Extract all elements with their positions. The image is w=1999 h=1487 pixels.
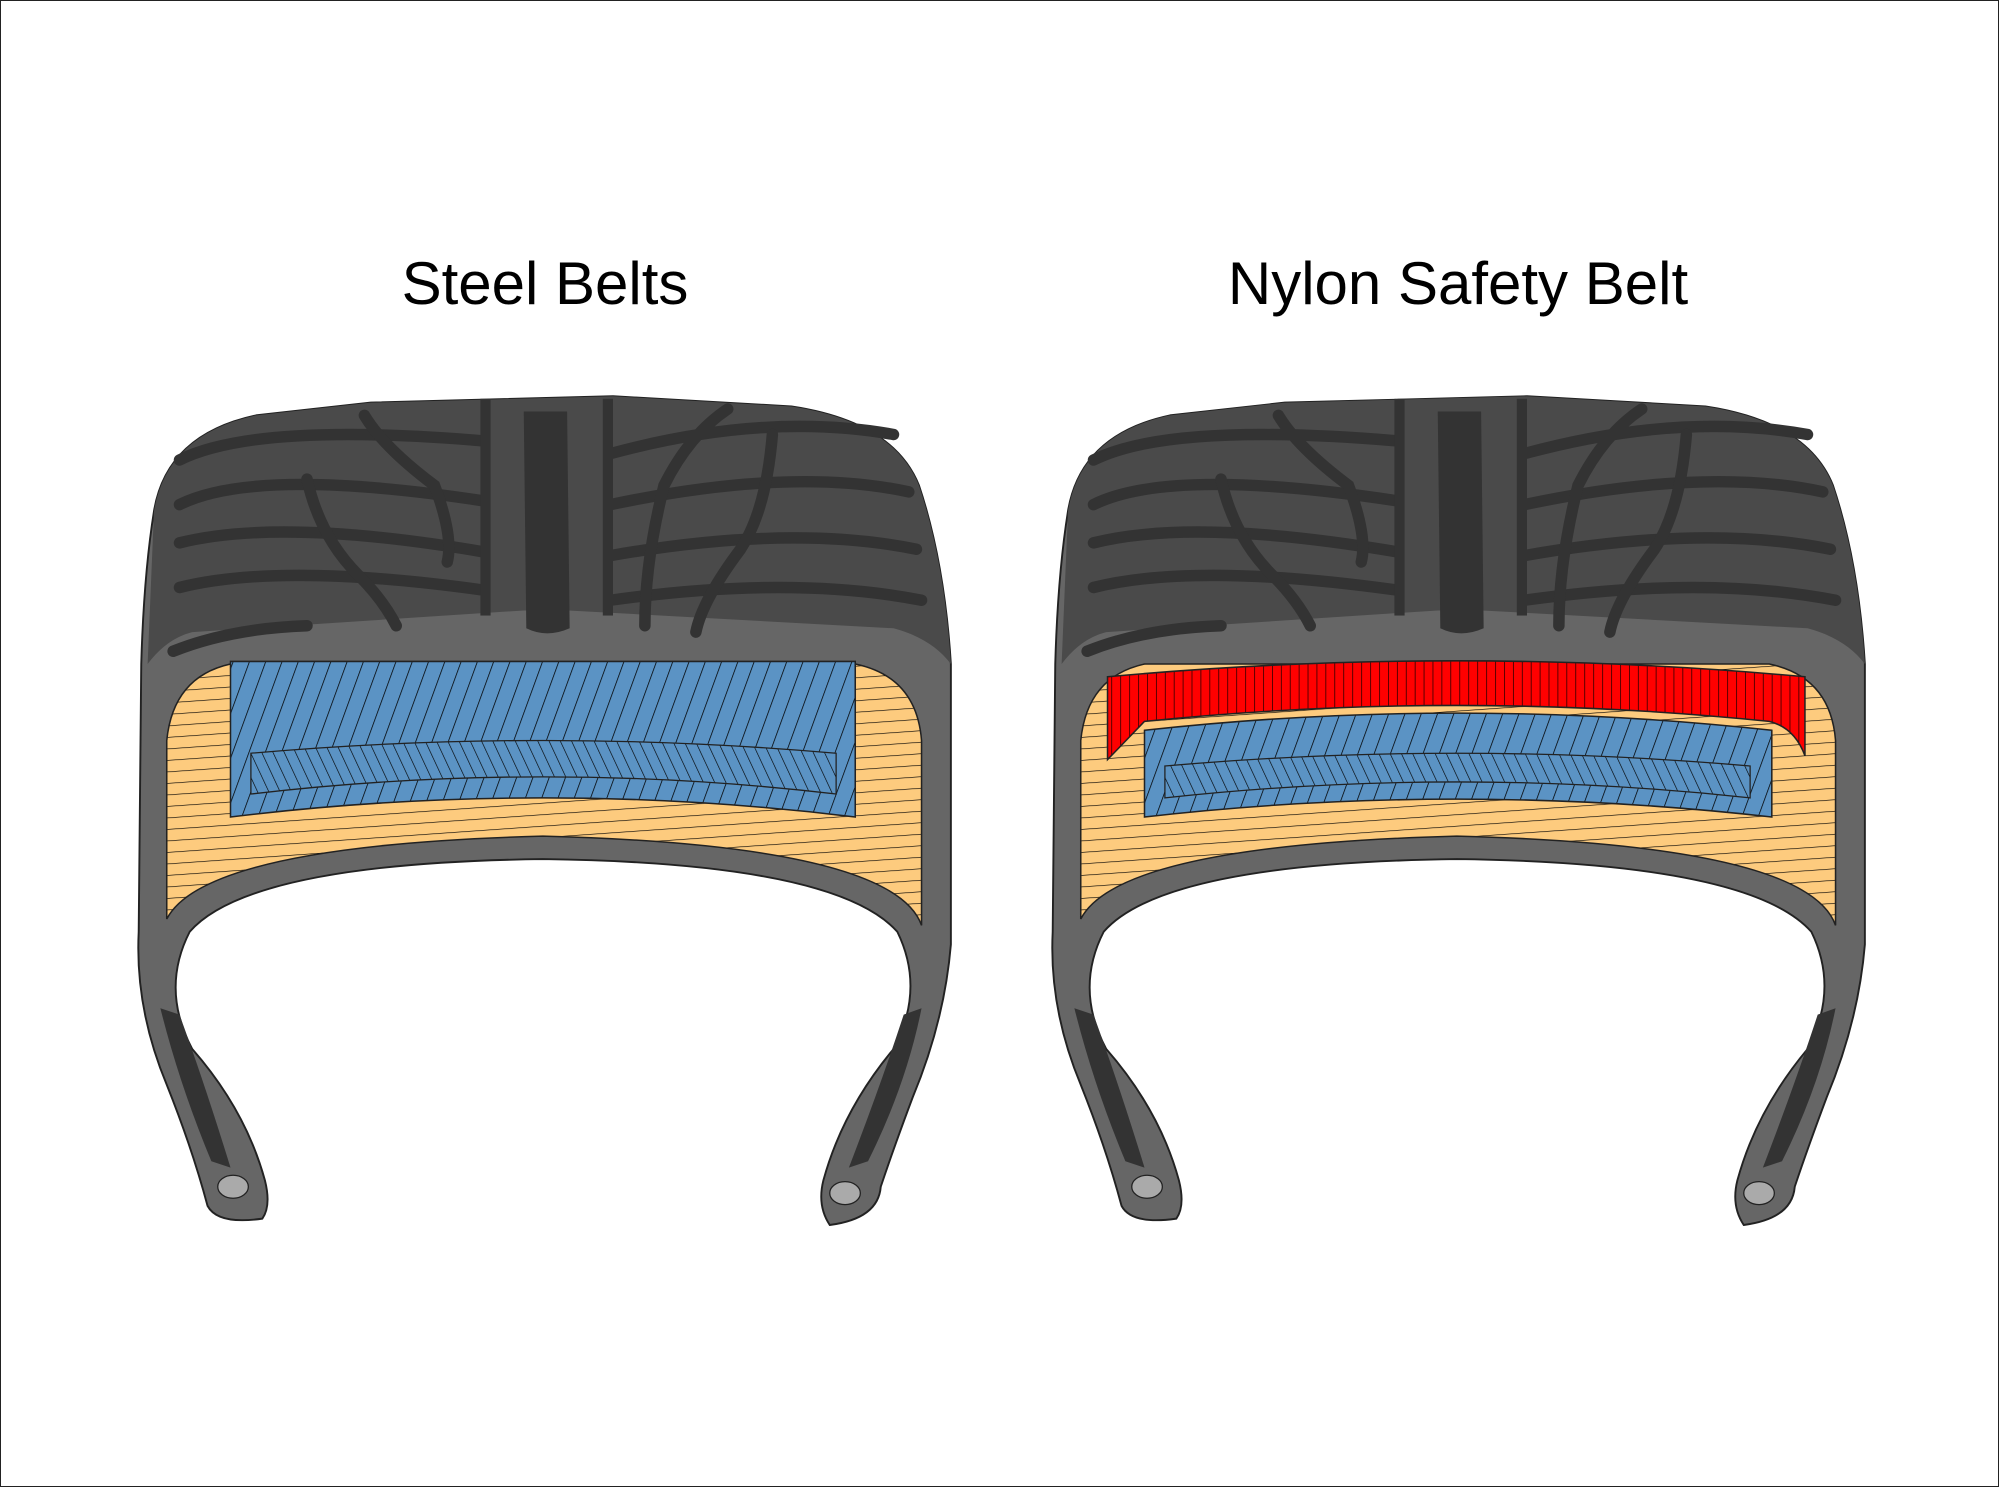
steel-belt-inner-layer	[250, 739, 837, 795]
steel-belt-tire	[138, 396, 951, 1225]
steel-belts-title: Steel Belts	[401, 250, 689, 317]
nylon-safety-belt-title: Nylon Safety Belt	[1227, 250, 1689, 317]
steel-belt-inner-layer	[1164, 752, 1751, 799]
nylon-belt-tire	[1052, 396, 1865, 1225]
steel-belt-layer	[229, 660, 857, 818]
nylon-safety-belt-layer	[1106, 660, 1806, 762]
